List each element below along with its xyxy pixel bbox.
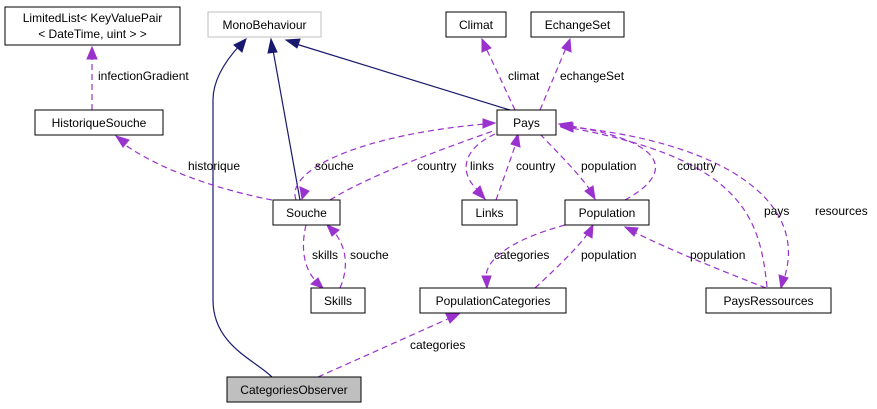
edge-historique (123, 143, 273, 201)
node-monobehaviour: MonoBehaviour (207, 11, 322, 38)
node-climat[interactable]: Climat (445, 11, 507, 38)
label-historique: historique (188, 159, 240, 173)
label-categories-population: categories (494, 248, 549, 262)
edge-pays (570, 127, 768, 288)
usage-edges (86, 37, 790, 378)
node-souche-label: Souche (286, 206, 327, 220)
node-population[interactable]: Population (564, 199, 650, 226)
arrow-head-skills (310, 277, 324, 289)
label-pays: pays (764, 204, 789, 218)
node-souche[interactable]: Souche (272, 199, 341, 226)
node-pays[interactable]: Pays (496, 109, 557, 136)
label-echangeset: echangeSet (560, 69, 625, 83)
edge-categories-observer (317, 317, 451, 378)
node-historiquesouche[interactable]: HistoriqueSouche (34, 109, 164, 136)
edge-population-paysres (633, 231, 767, 289)
arrow-head-categories-observer (445, 313, 461, 324)
node-historiquesouche-label: HistoriqueSouche (52, 116, 147, 130)
label-souche-skills: souche (350, 248, 389, 262)
arrow-head-population-pays (584, 185, 596, 201)
arrow-head-pays-monobehaviour (284, 38, 301, 49)
arrow-head-country-links (510, 132, 521, 148)
node-paysressources[interactable]: PaysRessources (705, 287, 832, 314)
edge-climat (485, 47, 516, 111)
edge-labels: infectionGradient climat echangeSet hist… (98, 69, 868, 352)
node-links-label: Links (475, 206, 503, 220)
label-climat: climat (508, 69, 540, 83)
node-limitedlist-line2: < DateTime, uint > > (38, 27, 147, 41)
node-populationcategories[interactable]: PopulationCategories (419, 287, 567, 314)
edge-population-pays (539, 133, 591, 191)
arrow-head-population-popcat (583, 223, 594, 239)
arrow-head-souche-skills (326, 224, 340, 237)
label-links: links (470, 159, 494, 173)
edge-categories-population (485, 224, 566, 279)
node-links[interactable]: Links (461, 199, 518, 226)
node-echangeset[interactable]: EchangeSet (530, 11, 625, 38)
label-country-links: country (516, 159, 555, 173)
node-limitedlist[interactable]: LimitedList< KeyValuePair < DateTime, ui… (4, 6, 181, 46)
label-country-souche: country (417, 159, 456, 173)
arrow-head-climat (481, 37, 492, 53)
edge-souche-skills (333, 231, 346, 289)
arrow-head-infection-gradient (86, 45, 98, 60)
edge-categoriesobserver-to-monobehaviour (212, 44, 273, 378)
arrow-head-categoriesobserver-monobehaviour (233, 38, 247, 53)
label-population-popcat: population (581, 248, 636, 262)
arrow-head-historique (114, 135, 130, 148)
label-categories-observer: categories (410, 338, 465, 352)
label-population-pays: population (581, 159, 636, 173)
edge-resources (559, 125, 790, 280)
edge-population-popcat (534, 232, 589, 289)
arrow-head-souche-pays-1 (482, 118, 497, 129)
node-categoriesobserver: CategoriesObserver (226, 376, 362, 403)
label-infection-gradient: infectionGradient (98, 69, 189, 83)
inheritance-edges (212, 37, 511, 378)
node-climat-label: Climat (459, 18, 494, 32)
label-resources: resources (815, 204, 868, 218)
label-souche: souche (315, 159, 354, 173)
node-echangeset-label: EchangeSet (545, 18, 611, 32)
label-skills: skills (312, 248, 338, 262)
arrow-head-links (472, 185, 486, 201)
edge-souche-to-pays (294, 123, 486, 201)
edge-links (465, 133, 496, 191)
edge-skills (302, 224, 317, 282)
arrow-head-echangeset (561, 37, 572, 53)
edge-pays-to-monobehaviour (295, 43, 511, 111)
nodes: LimitedList< KeyValuePair < DateTime, ui… (4, 6, 832, 403)
node-population-label: Population (579, 206, 636, 220)
label-population-paysres: population (690, 248, 745, 262)
edge-echangeset (539, 47, 567, 111)
edge-country-souche (329, 130, 494, 201)
node-limitedlist-line1: LimitedList< KeyValuePair (23, 11, 163, 25)
node-populationcategories-label: PopulationCategories (436, 294, 551, 308)
node-paysressources-label: PaysRessources (723, 294, 813, 308)
label-country-population: country (677, 159, 716, 173)
arrow-head-categories-population (481, 275, 492, 290)
arrow-head-population-paysres (623, 226, 639, 237)
edge-country-links (495, 142, 517, 201)
edge-souche-to-monobehaviour (272, 49, 301, 201)
node-skills-label: Skills (324, 294, 352, 308)
node-skills[interactable]: Skills (310, 287, 366, 314)
node-categoriesobserver-label: CategoriesObserver (240, 383, 347, 397)
node-pays-label: Pays (513, 116, 540, 130)
arrow-head-resources (778, 274, 789, 290)
node-monobehaviour-label: MonoBehaviour (222, 18, 306, 32)
arrow-head-souche-pays-2 (299, 186, 310, 201)
arrow-head-souche-monobehaviour (267, 37, 278, 54)
